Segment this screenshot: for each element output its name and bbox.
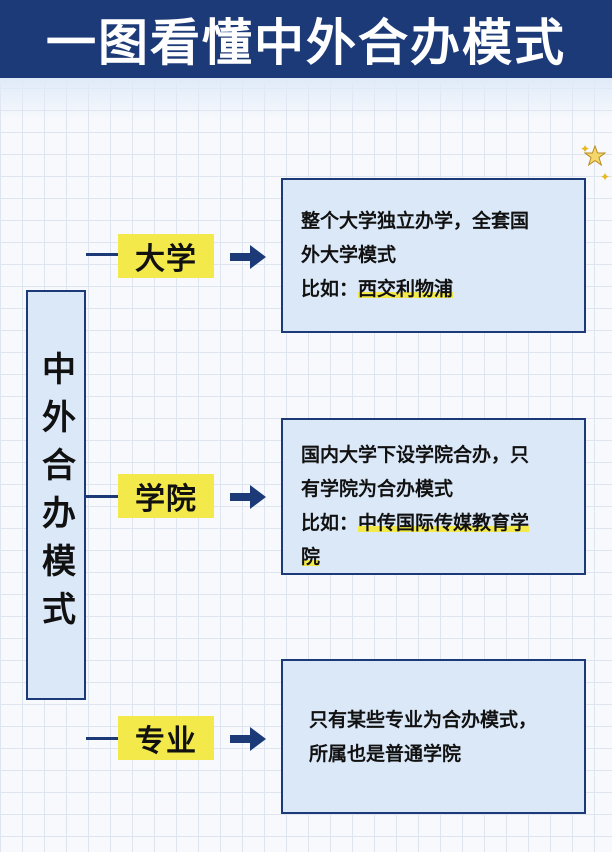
card-example-continued: 院 <box>301 540 568 574</box>
star-decoration-icon <box>584 145 606 167</box>
example-highlight: 院 <box>301 546 321 568</box>
card-college: 国内大学下设学院合办，只 有学院为合办模式 比如：中传国际传媒教育学 院 <box>281 418 586 575</box>
sidebar-title: 中外合办模式 <box>35 351 76 639</box>
example-highlight: 西交利物浦 <box>358 278 454 300</box>
header-band <box>0 78 612 120</box>
sparkle-icon: ✦ <box>579 142 590 156</box>
example-prefix: 比如： <box>301 278 359 300</box>
tag-university: 大学 <box>118 234 214 278</box>
connector-line <box>86 737 118 740</box>
tag-major: 专业 <box>118 716 214 760</box>
sparkle-icon: ✦ <box>599 170 610 184</box>
card-example: 比如：西交利物浦 <box>301 272 568 306</box>
example-highlight: 中传国际传媒教育学 <box>358 512 530 534</box>
tag-college: 学院 <box>118 474 214 518</box>
card-line: 有学院为合办模式 <box>301 478 454 500</box>
card-line: 整个大学独立办学，全套国 <box>301 210 530 232</box>
card-university: 整个大学独立办学，全套国 外大学模式 比如：西交利物浦 <box>281 178 586 333</box>
arrow-right-icon <box>230 485 266 509</box>
card-major: 只有某些专业为合办模式， 所属也是普通学院 <box>281 659 586 814</box>
arrow-right-icon <box>230 727 266 751</box>
card-line: 国内大学下设学院合办，只 <box>301 444 530 466</box>
arrow-right-icon <box>230 245 266 269</box>
page-title: 一图看懂中外合办模式 <box>46 14 566 72</box>
connector-line <box>86 495 118 498</box>
card-line: 所属也是普通学院 <box>309 743 462 765</box>
example-prefix: 比如： <box>301 512 359 534</box>
card-line: 只有某些专业为合办模式， <box>309 709 538 731</box>
card-line: 外大学模式 <box>301 244 397 266</box>
connector-line <box>86 253 118 256</box>
header-banner: 一图看懂中外合办模式 <box>0 0 612 78</box>
card-example: 比如：中传国际传媒教育学 <box>301 506 568 540</box>
sidebar-mode-box: 中外合办模式 <box>26 290 86 700</box>
